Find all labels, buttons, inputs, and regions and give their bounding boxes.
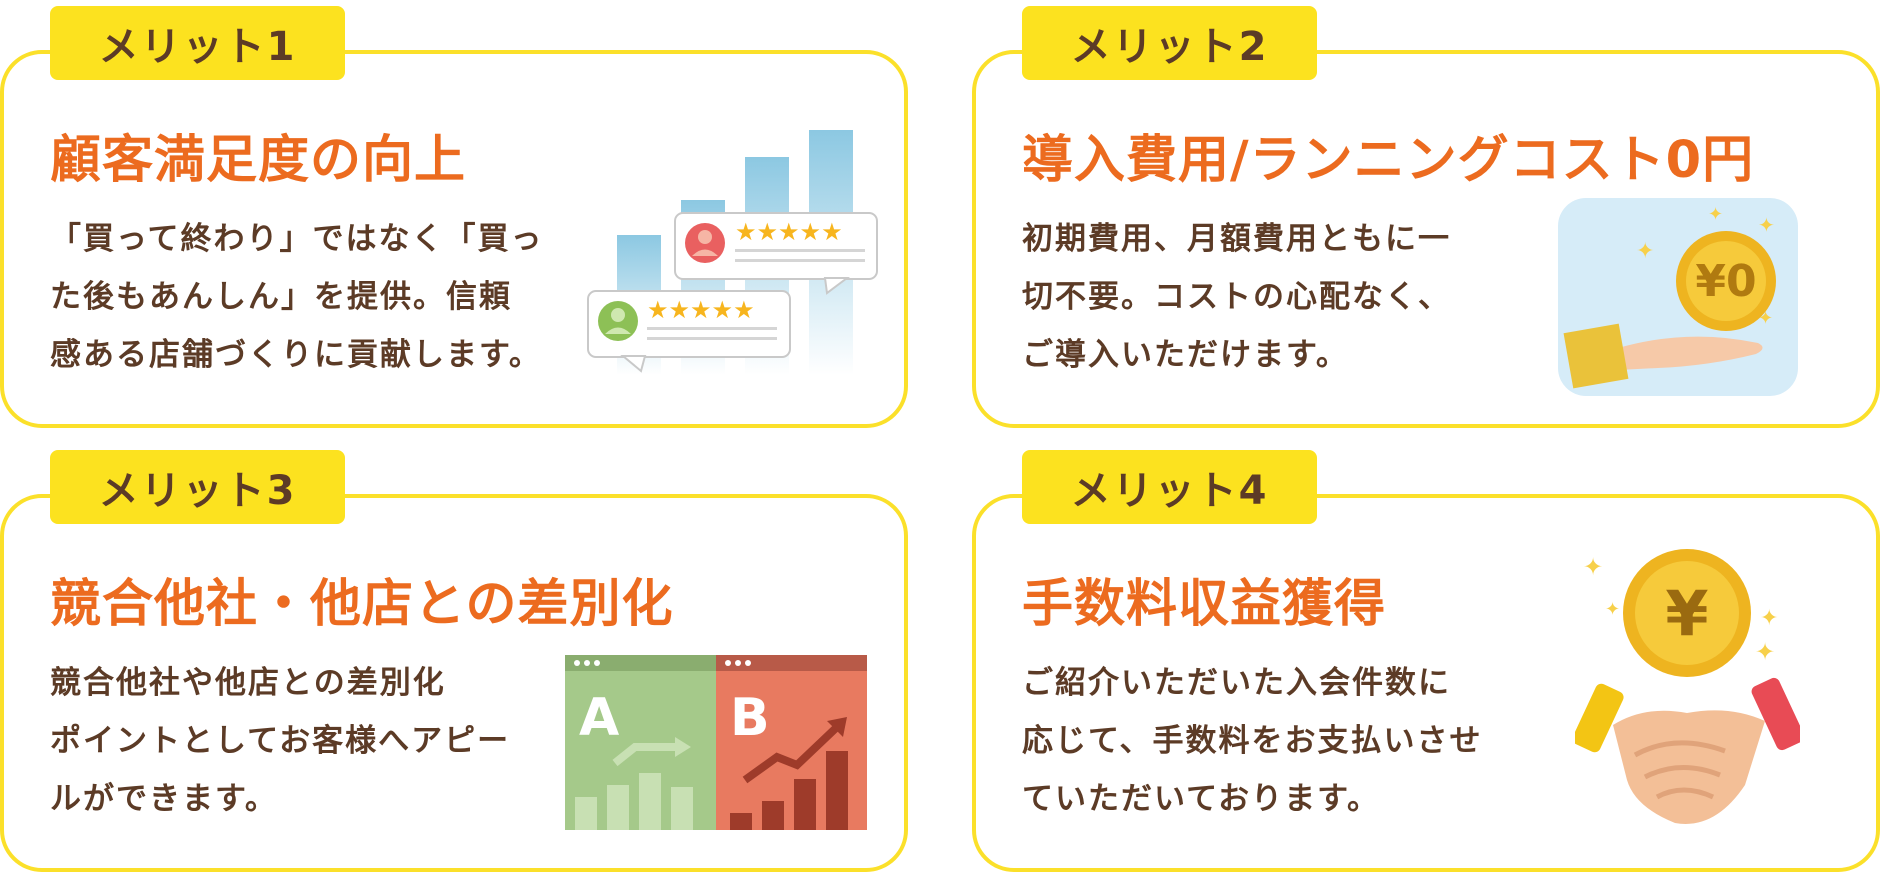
merit-card-4 xyxy=(972,494,1880,872)
description-line: ていただいております。 xyxy=(1022,781,1381,817)
svg-text:★★★★★: ★★★★★ xyxy=(647,296,755,324)
coin-label: ¥0 xyxy=(1695,256,1756,307)
svg-text:✦: ✦ xyxy=(1605,599,1620,620)
zero-yen-coin-hand-icon: ✦ ✦ ✦ ✦ ¥0 xyxy=(1558,198,1798,396)
svg-text:✦: ✦ xyxy=(1758,213,1775,237)
description-line: 「買って終わり」ではなく「買っ xyxy=(50,221,544,257)
review-stars-chart-icon: ★★★★★ ★★★★★ xyxy=(587,130,878,375)
description-line: 競合他社や他店との差別化 xyxy=(50,665,446,701)
merit-tab-2: メリット2 xyxy=(1022,6,1317,80)
merit-description-4: ご紹介いただいた入会件数に 応じて、手数料をお支払いさせ ていただいております。 xyxy=(1022,654,1482,828)
handshake-coin-icon: ✦ ✦ ✦ ✦ ¥ xyxy=(1575,549,1800,824)
svg-text:✦: ✦ xyxy=(1760,606,1778,631)
merit-tab-1: メリット1 xyxy=(50,6,345,80)
panel-b-label: B xyxy=(730,688,770,748)
merit-title-1: 顧客満足度の向上 xyxy=(50,131,467,190)
coin-label: ¥ xyxy=(1665,577,1708,650)
panel-a-label: A xyxy=(579,688,619,748)
description-line: ルができます。 xyxy=(50,781,278,817)
svg-text:✦: ✦ xyxy=(1583,553,1603,581)
description-line: た後もあんしん」を提供。信頼 xyxy=(50,279,512,315)
description-line: ご導入いただけます。 xyxy=(1022,337,1349,373)
merit-title-4: 手数料収益獲得 xyxy=(1022,575,1387,634)
description-line: 初期費用、月額費用ともに一 xyxy=(1022,221,1451,257)
merit-tab-4: メリット4 xyxy=(1022,450,1317,524)
svg-text:★★★★★: ★★★★★ xyxy=(735,218,843,246)
description-line: 応じて、手数料をお支払いさせ xyxy=(1022,723,1483,759)
merit-title-3: 競合他社・他店との差別化 xyxy=(50,575,674,634)
description-line: 感ある店舗づくりに貢献します。 xyxy=(50,337,542,373)
svg-text:✦: ✦ xyxy=(1636,239,1654,264)
merit-title-2: 導入費用/ランニングコスト0円 xyxy=(1022,131,1755,190)
merit-description-3: 競合他社や他店との差別化 ポイントとしてお客様へアピー ルができます。 xyxy=(50,654,510,828)
merit-tab-3: メリット3 xyxy=(50,450,345,524)
description-line: ご紹介いただいた入会件数に xyxy=(1022,665,1451,701)
merit-description-2: 初期費用、月額費用ともに一 切不要。コストの心配なく、 ご導入いただけます。 xyxy=(1022,210,1451,384)
description-line: ポイントとしてお客様へアピー xyxy=(50,723,511,759)
description-line: 切不要。コストの心配なく、 xyxy=(1022,279,1451,315)
ab-comparison-icon: A B xyxy=(565,655,867,830)
merit-description-1: 「買って終わり」ではなく「買っ た後もあんしん」を提供。信頼 感ある店舗づくりに… xyxy=(50,210,543,384)
svg-text:✦: ✦ xyxy=(1708,204,1723,225)
svg-text:✦: ✦ xyxy=(1755,638,1775,666)
